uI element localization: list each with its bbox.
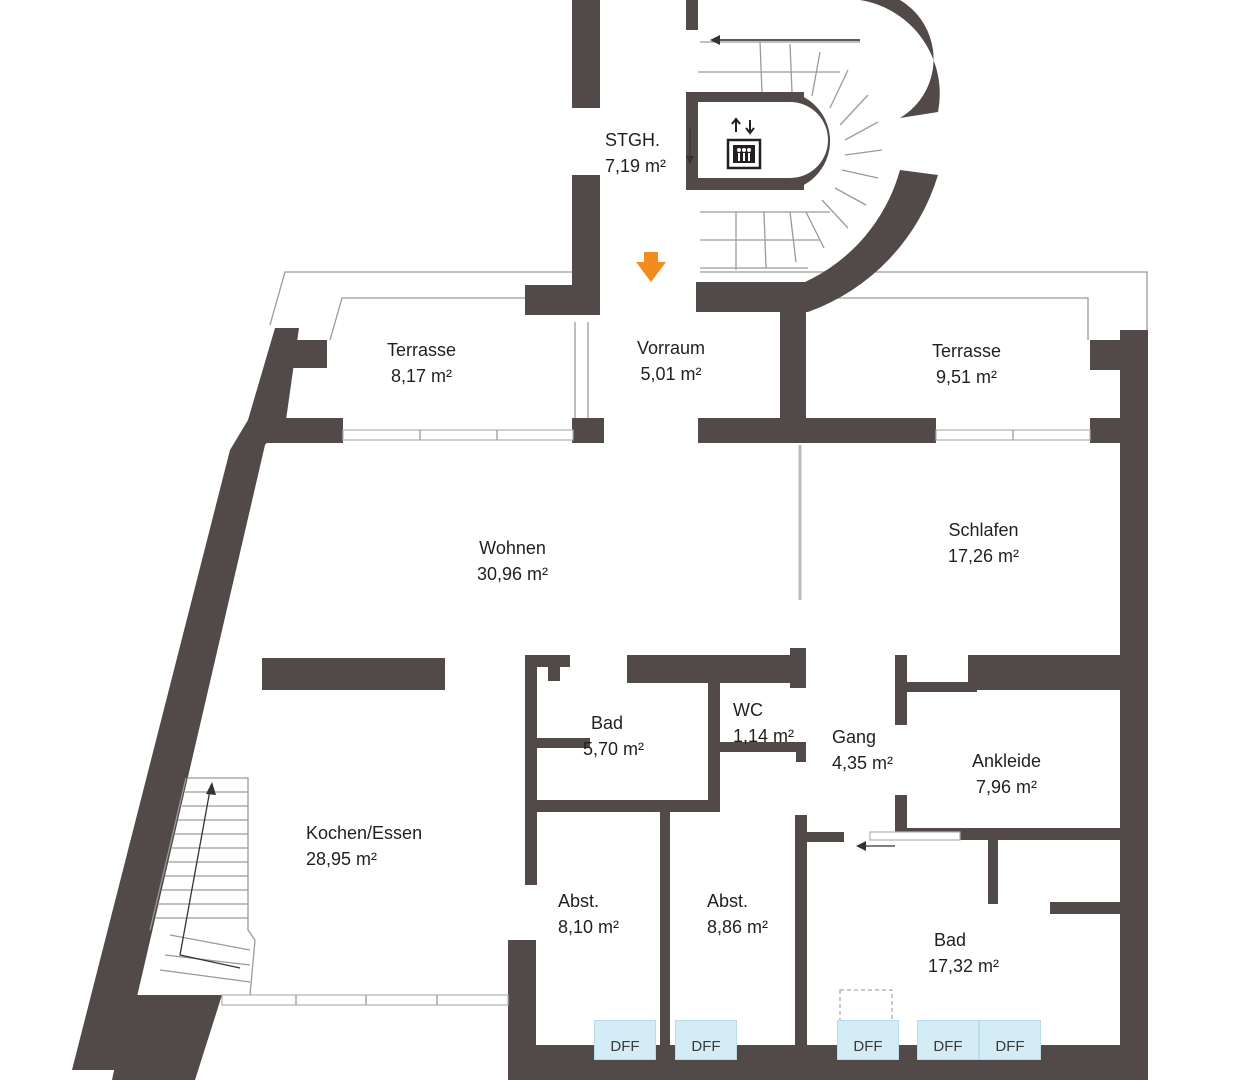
room-area: 28,95 m² (306, 849, 378, 869)
room-label-abst-2: Abst. 8,86 m² (707, 888, 768, 940)
room-area: 30,96 m² (477, 564, 549, 584)
skylight-dff: DFF (917, 1020, 979, 1060)
room-name: Gang (832, 727, 877, 747)
outer-walls (72, 300, 1148, 1080)
room-name: Bad (591, 713, 624, 733)
skylight-dff: DFF (675, 1020, 737, 1060)
room-area: 7,96 m² (976, 777, 1038, 797)
room-label-wc: WC 1,14 m² (733, 697, 794, 749)
room-name: Kochen/Essen (306, 823, 423, 843)
room-label-ankleide: Ankleide 7,96 m² (972, 748, 1041, 800)
room-name: Wohnen (479, 538, 546, 558)
room-area: 8,17 m² (391, 366, 453, 386)
room-area: 17,32 m² (928, 956, 1000, 976)
entrance-arrow-stem (644, 252, 658, 264)
room-name: Ankleide (972, 751, 1042, 771)
kitchen-stair-arrow (179, 782, 241, 969)
room-area: 4,35 m² (832, 753, 894, 773)
skylight-dff: DFF (979, 1020, 1041, 1060)
room-label-stgh: STGH. 7,19 m² (605, 127, 666, 179)
stair-direction-arrow (686, 35, 860, 164)
room-name: STGH. (605, 130, 661, 150)
room-label-wohnen: Wohnen 30,96 m² (477, 535, 548, 587)
room-area: 8,86 m² (707, 917, 769, 937)
elevator-icon (726, 117, 762, 170)
room-name: Abst. (707, 891, 749, 911)
room-area: 5,01 m² (640, 364, 702, 384)
spiral-stair (698, 39, 883, 270)
room-label-bad-large: Bad 17,32 m² (928, 927, 999, 979)
room-name: Vorraum (637, 338, 706, 358)
room-label-kochen-essen: Kochen/Essen 28,95 m² (306, 820, 422, 872)
room-area: 7,19 m² (605, 156, 667, 176)
room-label-abst-1: Abst. 8,10 m² (558, 888, 619, 940)
skylight-dff: DFF (837, 1020, 899, 1060)
stairwell-walls (525, 0, 940, 315)
room-area: 9,51 m² (936, 367, 998, 387)
room-name: WC (733, 700, 763, 720)
room-area: 8,10 m² (558, 917, 620, 937)
room-label-terrasse-left: Terrasse 8,17 m² (387, 337, 456, 389)
room-label-bad-small: Bad 5,70 m² (583, 710, 644, 762)
door-arrow (856, 841, 895, 851)
room-name: Abst. (558, 891, 600, 911)
room-label-terrasse-right: Terrasse 9,51 m² (932, 338, 1001, 390)
room-label-schlafen: Schlafen 17,26 m² (948, 517, 1019, 569)
room-area: 5,70 m² (583, 739, 645, 759)
kitchen-stair (149, 777, 256, 996)
interior-walls (262, 648, 1122, 1050)
room-name: Terrasse (932, 341, 1002, 361)
room-area: 1,14 m² (733, 726, 795, 746)
room-area: 17,26 m² (948, 546, 1020, 566)
entrance-arrow-icon (636, 262, 666, 282)
room-name: Schlafen (948, 520, 1019, 540)
room-label-vorraum: Vorraum 5,01 m² (637, 335, 705, 387)
room-name: Terrasse (387, 340, 457, 360)
skylight-dff: DFF (594, 1020, 656, 1060)
room-name: Bad (934, 930, 967, 950)
room-label-gang: Gang 4,35 m² (832, 724, 893, 776)
